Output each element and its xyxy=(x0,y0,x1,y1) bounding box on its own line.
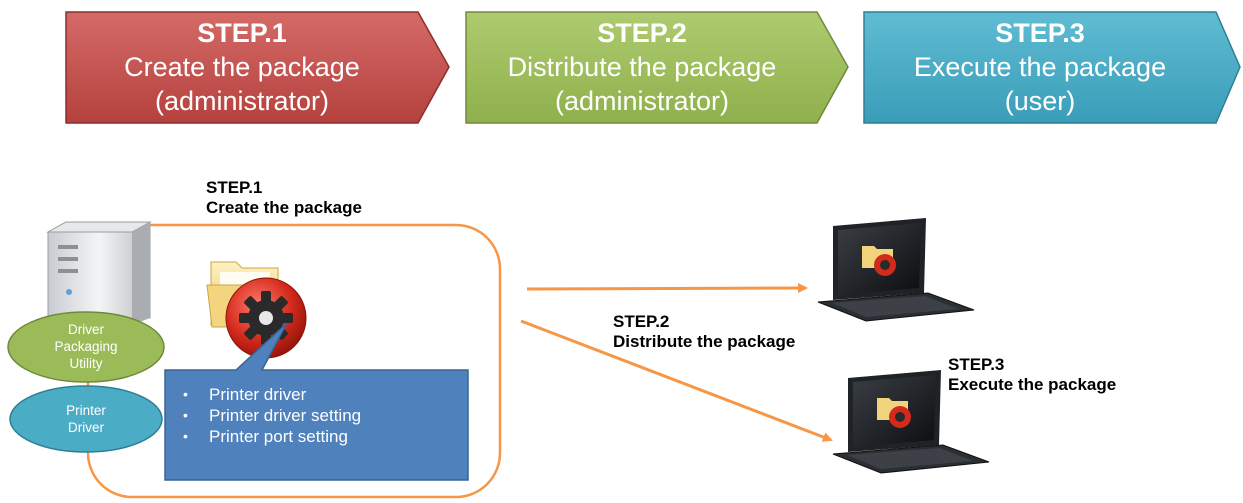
callout-list: Printer driver Printer driver setting Pr… xyxy=(165,384,361,447)
step1-title: Create the package xyxy=(124,52,360,82)
step1-banner: STEP.1 Create the package (administrator… xyxy=(66,16,418,118)
ellipse-line: Utility xyxy=(69,356,103,371)
step3-banner: STEP.3 Execute the package (user) xyxy=(864,16,1216,118)
step1-number: STEP.1 xyxy=(197,18,287,48)
arrow-to-laptop-2 xyxy=(520,319,833,442)
list-item: Printer port setting xyxy=(165,426,361,447)
laptop-icon xyxy=(832,370,990,474)
step1-chevron xyxy=(65,11,450,124)
arrow-to-laptop-1 xyxy=(526,283,808,294)
printer-driver-label: Printer Driver xyxy=(16,402,156,436)
printer-driver-ellipse xyxy=(9,385,163,453)
step1-role: (administrator) xyxy=(154,86,330,116)
step3-label: STEP.3 Execute the package xyxy=(948,355,1116,395)
step2-label-text: Distribute the package xyxy=(613,332,796,351)
list-item: Printer driver setting xyxy=(165,405,361,426)
driver-packaging-utility-label: Driver Packaging Utility xyxy=(16,321,156,372)
step2-chevron xyxy=(465,11,849,124)
step3-number: STEP.3 xyxy=(995,18,1085,48)
step3-label-number: STEP.3 xyxy=(948,355,1005,374)
step1-label-text: Create the package xyxy=(206,198,362,217)
step3-chevron xyxy=(863,11,1241,124)
step3-label-text: Execute the package xyxy=(948,375,1117,394)
step3-title: Execute the package xyxy=(913,52,1167,82)
step3-role: (user) xyxy=(1004,86,1076,116)
driver-packaging-utility-ellipse xyxy=(7,311,165,383)
server-icon xyxy=(46,221,152,325)
step1-label-number: STEP.1 xyxy=(206,178,263,197)
step2-role: (administrator) xyxy=(554,86,730,116)
step2-number: STEP.2 xyxy=(597,18,687,48)
step1-label: STEP.1 Create the package xyxy=(206,178,362,218)
list-item: Printer driver xyxy=(165,384,361,405)
ellipse-line: Driver xyxy=(68,420,104,435)
laptop-icon xyxy=(817,218,975,322)
step2-banner: STEP.2 Distribute the package (administr… xyxy=(466,16,818,118)
step2-label: STEP.2 Distribute the package xyxy=(613,312,795,352)
step2-title: Distribute the package xyxy=(507,52,777,82)
ellipse-line: Packaging xyxy=(54,339,118,354)
gear-icon xyxy=(225,277,307,359)
ellipse-line: Driver xyxy=(68,322,104,337)
ellipse-line: Printer xyxy=(66,403,106,418)
step2-label-number: STEP.2 xyxy=(613,312,670,331)
